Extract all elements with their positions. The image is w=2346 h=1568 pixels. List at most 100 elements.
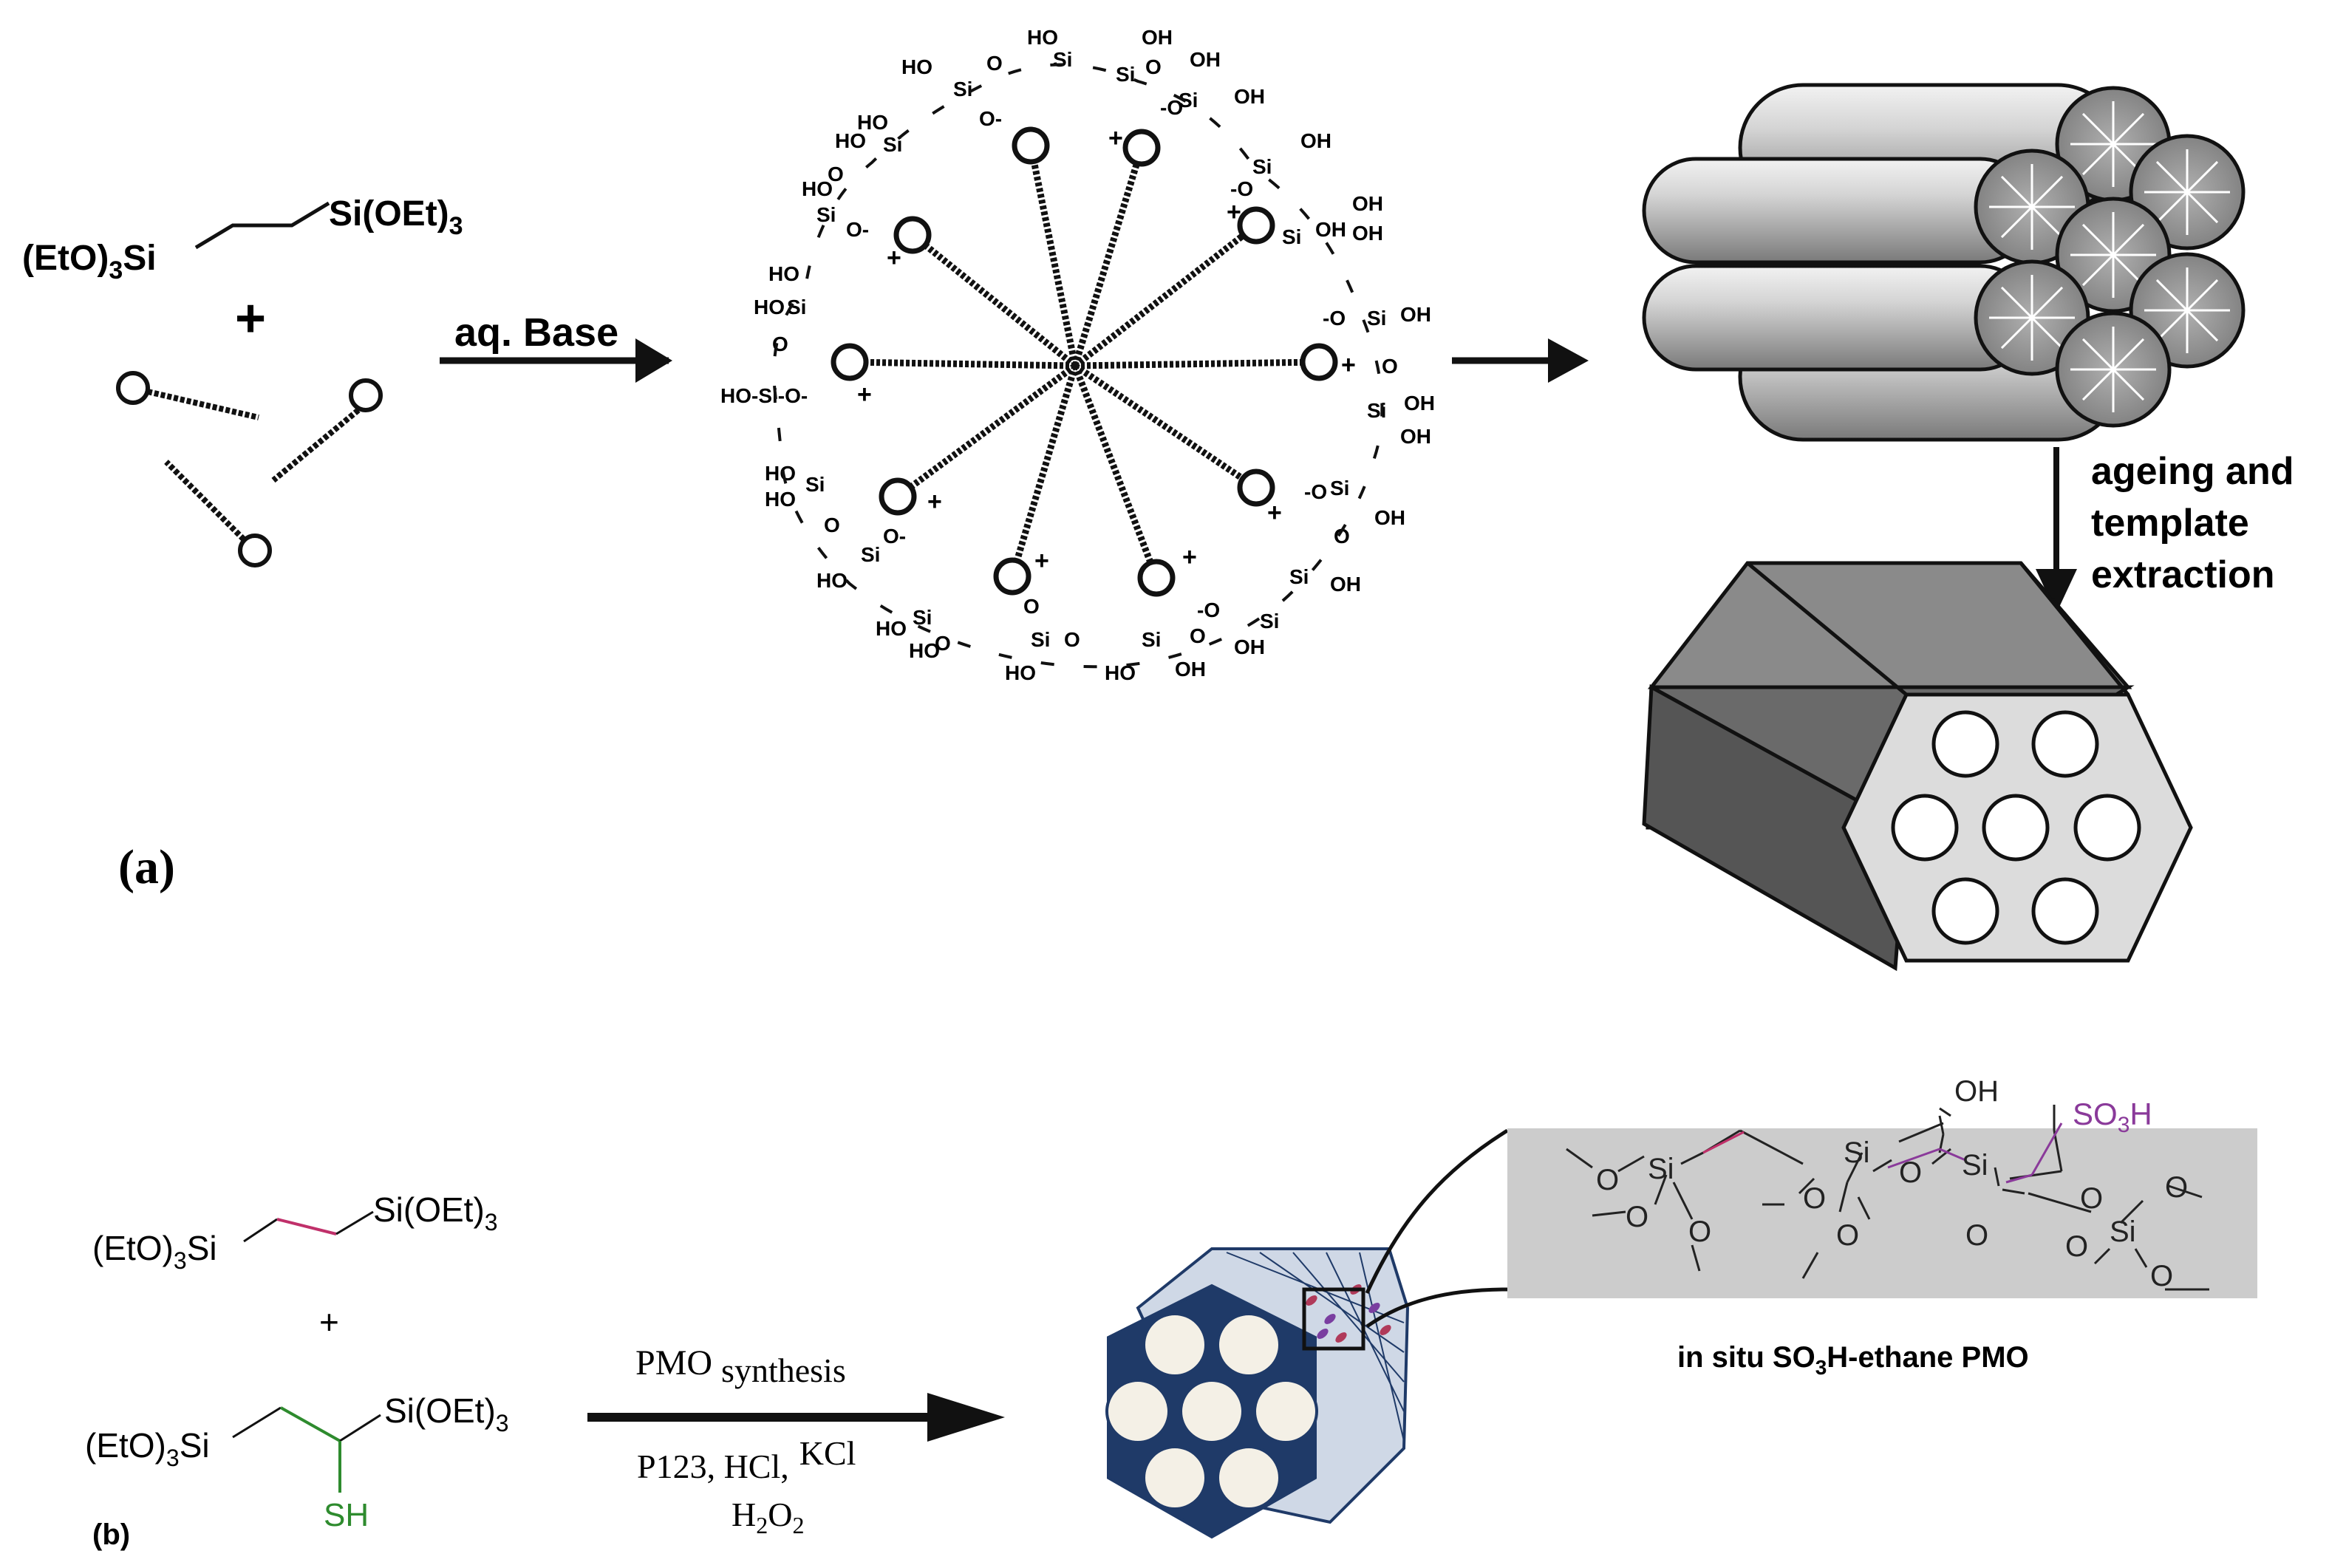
h2o2-sub-1: 2 xyxy=(756,1512,768,1538)
svg-text:P123, HCl,KCl: P123, HCl,KCl xyxy=(637,1434,856,1485)
zoom-o: O xyxy=(2065,1230,2088,1263)
surfactant-head xyxy=(349,378,383,412)
purple-bridge xyxy=(2030,1122,2063,1176)
rod-end-spoke xyxy=(2000,286,2033,319)
r1-right-group: Si(OEt) xyxy=(373,1190,485,1229)
reactant-left-subscript: 3 xyxy=(109,256,123,284)
pore xyxy=(1891,794,1959,862)
silicate-shell-atom: Si xyxy=(816,203,836,226)
silicate-shell-atom: OH xyxy=(1300,129,1331,152)
particle-pore xyxy=(1179,1379,1244,1444)
silicate-shell-atom: HO-Si-O- xyxy=(720,384,808,407)
zoom-o: O xyxy=(1965,1219,1988,1252)
rod-end-spoke xyxy=(2112,112,2145,146)
micelle-surfactant-head xyxy=(1237,468,1275,507)
silicate-shell-atom: HO xyxy=(765,462,796,485)
pmo-hexagonal-particle xyxy=(1105,1247,1410,1539)
rod-end-spoke xyxy=(2155,191,2189,224)
silicate-shell-atom: OH xyxy=(1175,658,1206,681)
rod-end-spoke xyxy=(2081,112,2115,146)
rod-end-spoke xyxy=(2000,316,2033,350)
surfactant-tail xyxy=(147,389,259,420)
r1-left-group: (EtO) xyxy=(92,1229,174,1267)
surfactant-tail xyxy=(164,460,246,542)
silicate-shell-atom: Si xyxy=(913,606,932,629)
rod-end-spoke xyxy=(2030,316,2064,350)
particle-pore xyxy=(1216,1445,1281,1510)
silicate-shell-atom: OH xyxy=(1330,573,1361,596)
silicate-shell-atom: O- xyxy=(846,218,869,241)
rod-end-spoke xyxy=(2030,286,2064,319)
silicate-shell-atom: OH xyxy=(1352,192,1383,215)
rod-end-spoke xyxy=(2112,368,2145,401)
micelle-surfactant-head xyxy=(1237,206,1275,245)
rod-end-spoke xyxy=(2081,338,2115,371)
r2-left-subscript: 3 xyxy=(166,1445,180,1471)
rod-end-spoke xyxy=(2186,160,2219,194)
zoom-o: O xyxy=(1899,1156,1922,1189)
reactant-1-bis-silyl-ethane: (EtO)3Si Si(OEt)3 xyxy=(92,1190,498,1274)
arrowhead xyxy=(2036,569,2077,613)
silicate-shell-atom: HO xyxy=(835,129,866,152)
micelle-surfactant-tail xyxy=(1009,364,1079,578)
particle-pore xyxy=(1142,1445,1207,1510)
micelle-surfactant-tail xyxy=(1073,222,1258,369)
silicate-shell-atom: HO xyxy=(816,569,848,592)
reactant-right-group: Si(OEt) xyxy=(329,194,449,234)
r2-right-subscript: 3 xyxy=(496,1410,509,1436)
micellar-rod xyxy=(1642,157,2034,265)
plus-sign: + xyxy=(235,289,266,348)
silicate-shell-atom: Si xyxy=(1252,155,1272,178)
zoom-o: O xyxy=(1836,1219,1859,1252)
silicate-shell-atom: HO xyxy=(765,488,796,511)
pore xyxy=(2031,710,2099,778)
positive-charge: + xyxy=(1182,543,1197,571)
micelle-surfactant-head xyxy=(1012,126,1050,165)
silicate-shell-atom: HO xyxy=(1027,26,1058,49)
positive-charge: + xyxy=(1341,351,1356,379)
micelle-surfactant-tail xyxy=(910,232,1077,369)
zoom-oh: OH xyxy=(1954,1075,1999,1108)
panel-b-label: (b) xyxy=(92,1518,130,1551)
sulfonic-group-dot xyxy=(1324,1314,1336,1324)
silicate-shell-atom: HO xyxy=(1005,661,1036,684)
silicate-shell-atom: O xyxy=(935,632,951,655)
plus-sign-b: + xyxy=(319,1303,339,1341)
ageing-line-2: template xyxy=(2091,502,2249,545)
sulfonic-group-dot xyxy=(1335,1332,1347,1343)
positive-charge: + xyxy=(1227,198,1241,226)
panel-b: (EtO)3Si Si(OEt)3 + (EtO)3Si Si(OEt)3 SH xyxy=(85,1075,2257,1551)
silicate-shell-atom: O xyxy=(1023,595,1040,618)
micelle-surfactant-head xyxy=(893,216,932,254)
reactant-bis-triethoxysilyl-ethane: (EtO)3Si Si(OEt)3 + xyxy=(22,194,463,348)
panel-a-label: (a) xyxy=(118,840,175,894)
reactant-2-mercapto-bis-silyl-ethane: (EtO)3Si Si(OEt)3 SH xyxy=(85,1391,509,1533)
rod-end-spoke xyxy=(2186,309,2219,342)
zoom-panel xyxy=(1507,1128,2257,1298)
silicate-shell-atom: HO xyxy=(802,177,833,200)
zoom-si: Si xyxy=(1648,1153,1674,1185)
positive-charge: + xyxy=(1108,124,1123,152)
silicate-shell-atom: Si xyxy=(1116,63,1135,86)
assembly-arrow xyxy=(1452,338,1589,383)
silicate-shell-atom: O xyxy=(1190,624,1206,647)
zoomed-pore-wall-structure: Si O O O Si O O O Si OH O O Si O O O SO3… xyxy=(1507,1075,2257,1298)
positive-charge: + xyxy=(1034,547,1049,575)
silicate-shell-atom: HO xyxy=(754,296,785,318)
rod-end-spoke xyxy=(2112,338,2145,371)
silicate-shell-atom: Si xyxy=(805,473,825,496)
ageing-line-3: extraction xyxy=(2091,553,2275,596)
rod-end-spoke xyxy=(2000,175,2033,208)
surfactant-molecules xyxy=(116,371,383,567)
svg-text:H2O2: H2O2 xyxy=(732,1496,804,1538)
particle-pore xyxy=(1216,1312,1281,1377)
sulfonic-group-dot xyxy=(1380,1325,1391,1335)
micelle-surfactant-tail xyxy=(1071,146,1145,367)
zoom-si: Si xyxy=(1844,1136,1870,1169)
silicate-shell-atom: OH xyxy=(1400,425,1431,448)
pore xyxy=(1982,794,2050,862)
silicate-shell-atom: O xyxy=(1382,355,1398,378)
micelle-surfactant-tail xyxy=(1027,145,1079,367)
